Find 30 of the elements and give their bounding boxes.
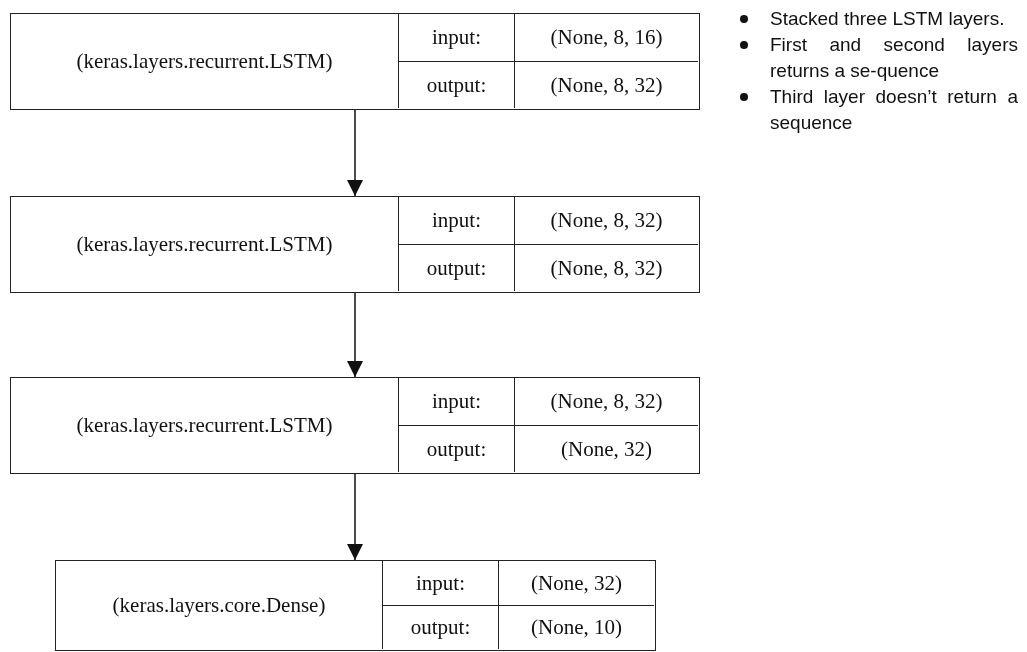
field-label: input: (432, 208, 481, 233)
field-label: input: (416, 570, 465, 596)
shape-value: (None, 8, 32) (550, 255, 663, 281)
note-text: First and second layers returns a se-quence (770, 33, 1018, 83)
layer-box (55, 560, 656, 651)
shape-value: (None, 8, 32) (550, 72, 663, 98)
shape-value: (None, 10) (531, 615, 622, 640)
layer-name: (keras.layers.recurrent.LSTM) (76, 231, 333, 257)
field-label: input: (432, 25, 481, 50)
layer-name: (keras.layers.recurrent.LSTM) (76, 412, 333, 438)
arrow (347, 292, 363, 378)
note-text: Third layer doesn’t return a sequence (770, 85, 1018, 135)
layer-name: (keras.layers.recurrent.LSTM) (76, 48, 333, 74)
layer-name: (keras.layers.core.Dense) (112, 592, 326, 618)
shape-value: (None, 32) (561, 436, 652, 462)
arrow (347, 473, 363, 561)
arrow (347, 109, 363, 197)
layer-box (10, 196, 700, 293)
shape-value: (None, 8, 32) (550, 389, 663, 414)
layer-box (10, 13, 700, 110)
shape-value: (None, 32) (531, 570, 622, 596)
shape-value: (None, 8, 32) (550, 208, 663, 233)
field-label: output: (426, 436, 487, 462)
field-label: output: (426, 72, 487, 98)
field-label: input: (432, 389, 481, 414)
field-label: output: (426, 255, 487, 281)
layer-box (10, 377, 700, 474)
field-label: output: (410, 615, 471, 640)
shape-value: (None, 8, 16) (550, 25, 663, 50)
note-text: Stacked three LSTM layers. (770, 7, 1006, 31)
